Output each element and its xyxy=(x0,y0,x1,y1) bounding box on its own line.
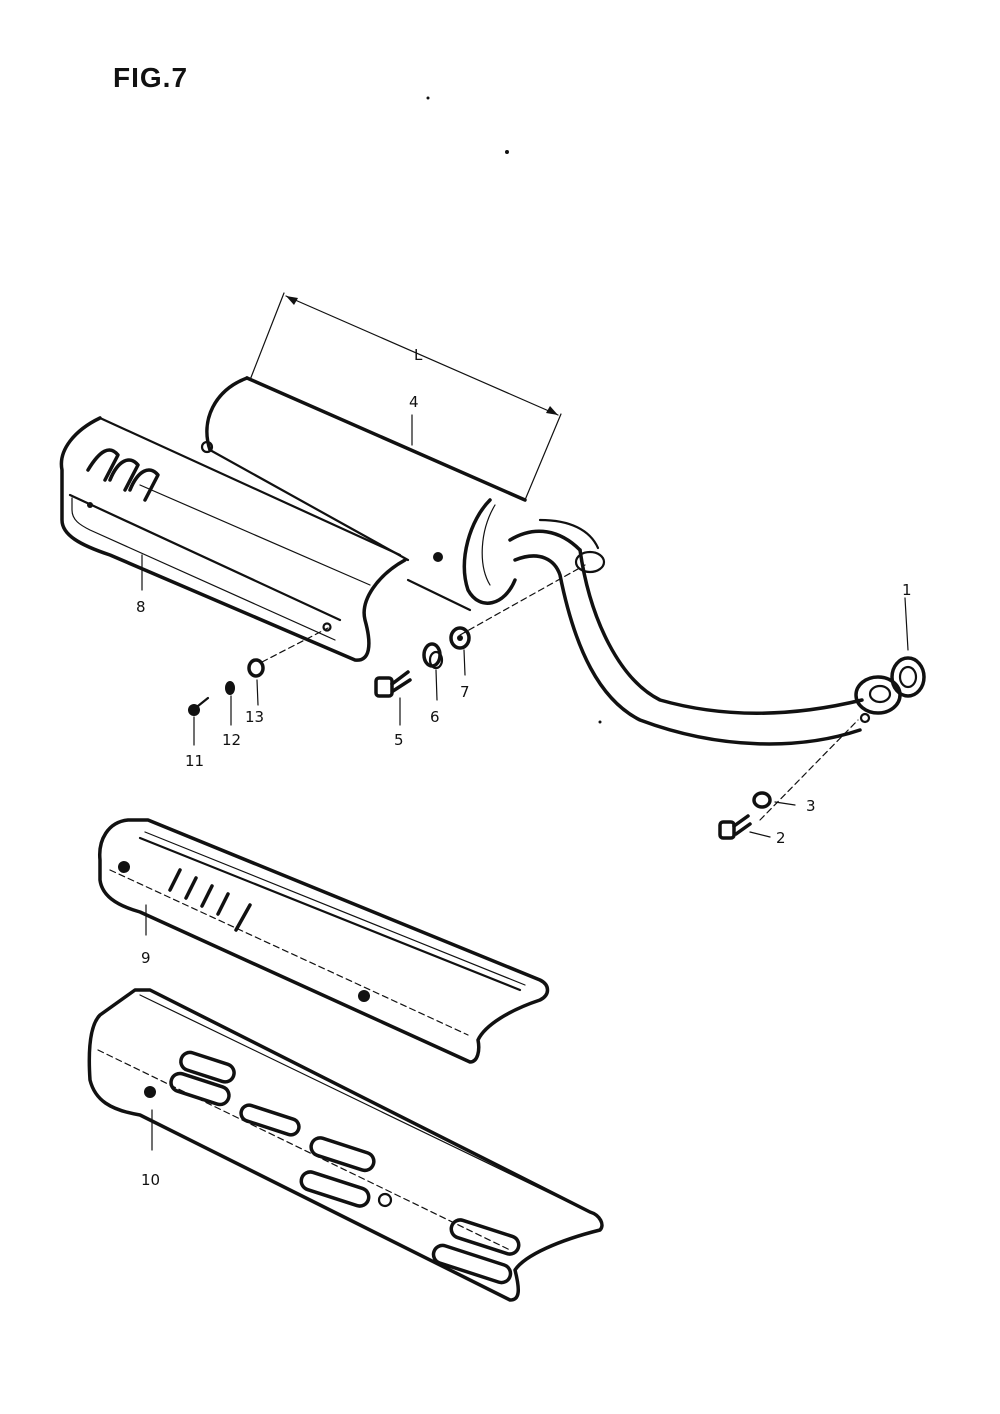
heat-shield-lower xyxy=(87,988,604,1302)
speck xyxy=(426,96,430,100)
callout-11: 11 xyxy=(185,752,204,770)
callout-13: 13 xyxy=(245,708,264,726)
speck xyxy=(505,150,509,154)
callout-10: 10 xyxy=(141,1171,160,1189)
washer-part-6 xyxy=(422,642,444,670)
dimension-l: L xyxy=(249,292,562,501)
callout-7: 7 xyxy=(460,683,470,701)
leader-1 xyxy=(904,597,909,651)
callout-6: 6 xyxy=(430,708,440,726)
nut-part-12 xyxy=(225,681,235,695)
heat-shield-middle xyxy=(98,818,550,1064)
assembly-line xyxy=(261,627,329,663)
leader-2 xyxy=(749,831,771,838)
bolt-part-5 xyxy=(374,670,412,698)
leader-7 xyxy=(463,649,466,676)
callout-2: 2 xyxy=(776,829,786,847)
leader-6 xyxy=(435,669,438,701)
figure-title: FIG.7 xyxy=(113,62,189,93)
leader-13 xyxy=(256,679,259,706)
callout-3: 3 xyxy=(806,797,816,815)
callout-8: 8 xyxy=(136,598,146,616)
callout-1: 1 xyxy=(902,581,912,599)
washer-part-7 xyxy=(449,626,471,650)
leader-3 xyxy=(774,801,796,806)
gasket-part xyxy=(890,656,926,698)
washer-part-3 xyxy=(752,791,772,809)
bolt-part-2 xyxy=(718,814,752,840)
washer-part-13 xyxy=(247,658,265,678)
assembly-line xyxy=(459,564,586,636)
assembly-line xyxy=(759,719,859,821)
callout-9: 9 xyxy=(141,949,151,967)
callout-12: 12 xyxy=(222,731,241,749)
heat-shield-upper xyxy=(59,416,407,662)
speck xyxy=(598,720,602,724)
callout-5: 5 xyxy=(394,731,404,749)
callout-4: 4 xyxy=(409,393,419,411)
muffler-part xyxy=(200,376,902,746)
screw-part-11 xyxy=(188,696,210,716)
dimension-l-label: L xyxy=(414,346,423,364)
